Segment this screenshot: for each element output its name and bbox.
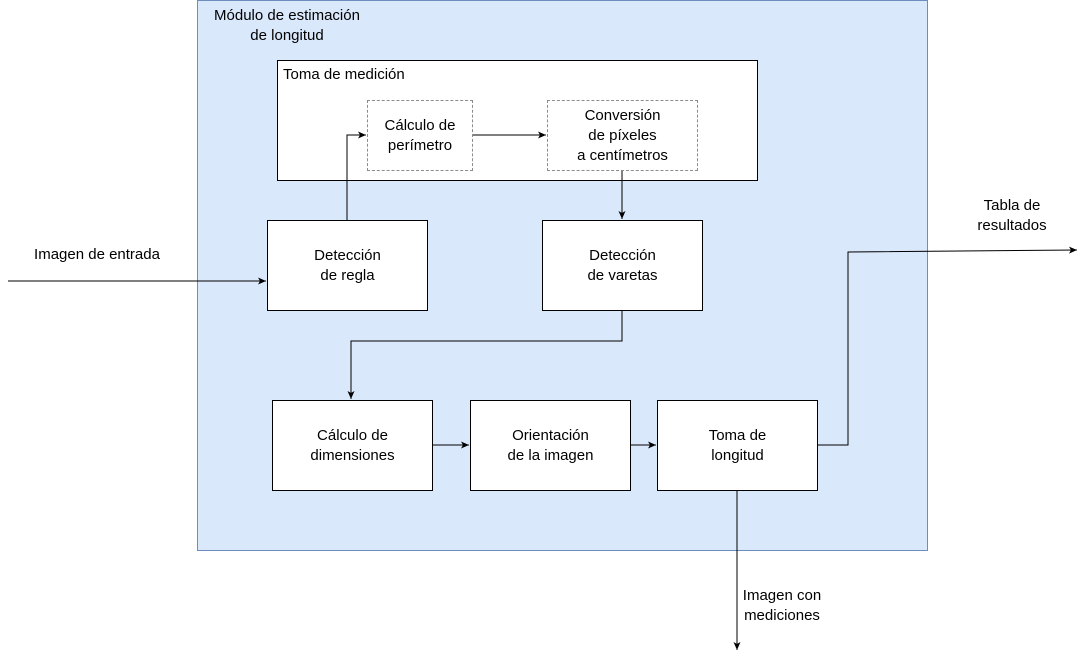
measurement-group-title: Toma de medición	[283, 66, 405, 83]
input-image-label: Imagen de entrada	[34, 246, 160, 263]
arrow-ruler-to-perimeter	[346, 131, 366, 220]
results-table-label: Tabla de resultados	[977, 197, 1047, 234]
arrow-length-to-table	[818, 246, 1078, 446]
stick-detection-box: Detección de varetas	[542, 220, 703, 311]
arrow-sticks-to-dimensions	[347, 311, 623, 399]
ruler-detection-box: Detección de regla	[267, 220, 428, 311]
module-title: Módulo de estimación de longitud	[214, 7, 360, 44]
pixel-to-cm-box: Conversión de píxeles a centímetros	[547, 100, 698, 171]
image-orientation-box: Orientación de la imagen	[470, 400, 631, 491]
dimensions-calc-box: Cálculo de dimensiones	[272, 400, 433, 491]
perimeter-calc-box: Cálculo de perímetro	[367, 100, 473, 171]
length-measure-box: Toma de longitud	[657, 400, 818, 491]
output-image-label: Imagen con mediciones	[742, 587, 822, 624]
